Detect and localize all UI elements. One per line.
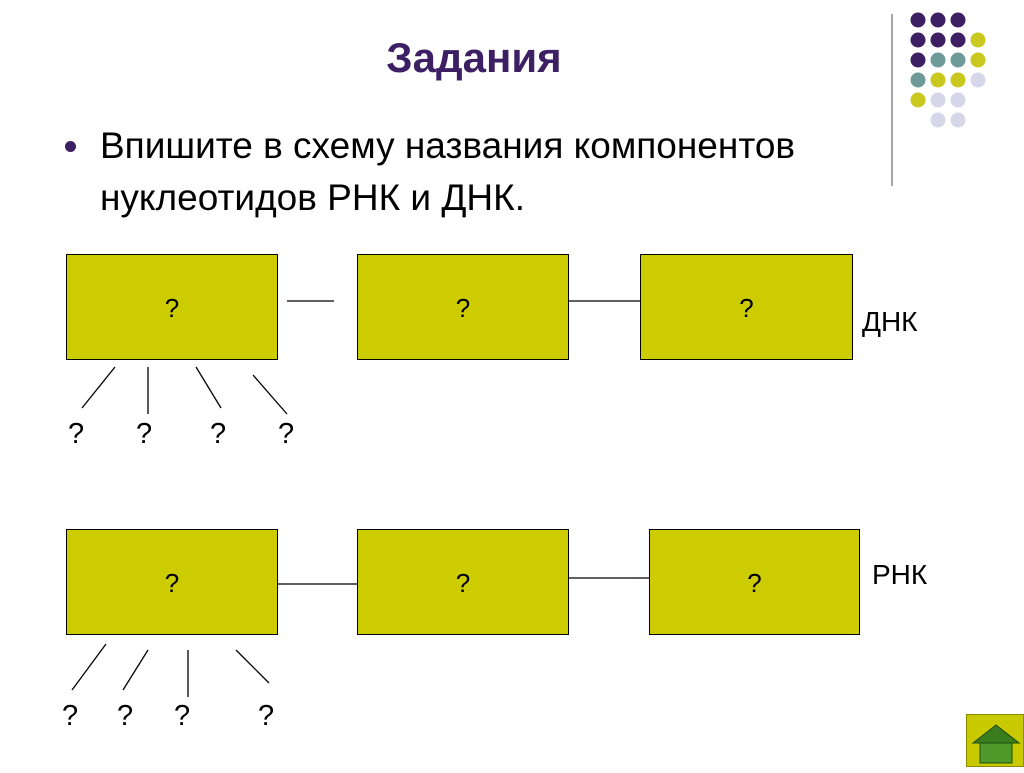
- box-question: ?: [747, 568, 762, 598]
- decorative-dot: [950, 32, 966, 48]
- decorative-dot: [910, 72, 926, 88]
- decorative-dot: [950, 72, 966, 88]
- decorative-dot: [970, 32, 986, 48]
- task-text: Впишите в схему названия компонентов нук…: [100, 125, 796, 218]
- rna-box-2[interactable]: ?: [357, 529, 569, 635]
- rna-sub-question-2: ?: [117, 700, 134, 732]
- decorative-dot: [930, 72, 946, 88]
- box-question: ?: [455, 293, 471, 323]
- decorative-dot: [950, 12, 966, 28]
- dna-box-3[interactable]: ?: [640, 254, 853, 360]
- decorative-dot: [910, 12, 926, 28]
- rna-sub-question-3: ?: [174, 700, 191, 732]
- rna-box-3[interactable]: ?: [649, 529, 860, 635]
- box-question: ?: [455, 568, 471, 598]
- slide-title: Задания: [386, 34, 562, 81]
- dna-sub-question-3: ?: [210, 418, 227, 450]
- decorative-dot: [930, 92, 946, 108]
- decorative-dot: [950, 112, 966, 128]
- decorative-dot: [930, 112, 946, 128]
- rna-label: РНК: [872, 559, 928, 590]
- dna-box-2[interactable]: ?: [357, 254, 569, 360]
- rna-sub-question-1: ?: [62, 700, 79, 732]
- decorative-dot: [910, 92, 926, 108]
- decorative-dot: [930, 32, 946, 48]
- bullet-icon: [65, 141, 76, 152]
- dna-label: ДНК: [862, 306, 918, 337]
- decorative-dot: [950, 52, 966, 68]
- dna-sub-question-4: ?: [278, 418, 295, 450]
- decorative-dot: [970, 52, 986, 68]
- dna-sub-question-2: ?: [136, 418, 153, 450]
- decorative-dot-grid: [891, 12, 986, 186]
- rna-sub-question-4: ?: [258, 700, 275, 732]
- decorative-dot: [950, 92, 966, 108]
- box-question: ?: [739, 293, 754, 323]
- decorative-dot: [930, 52, 946, 68]
- rna-box-1[interactable]: ?: [66, 529, 278, 635]
- home-icon: [971, 724, 1021, 764]
- dna-sub-question-1: ?: [68, 418, 85, 450]
- box-question: ?: [164, 293, 180, 323]
- decorative-dot: [970, 72, 986, 88]
- box-question: ?: [164, 568, 180, 598]
- dna-box-1[interactable]: ?: [66, 254, 278, 360]
- home-button[interactable]: [966, 714, 1024, 767]
- decorative-dot: [930, 12, 946, 28]
- decorative-dot: [910, 32, 926, 48]
- decorative-dot: [910, 52, 926, 68]
